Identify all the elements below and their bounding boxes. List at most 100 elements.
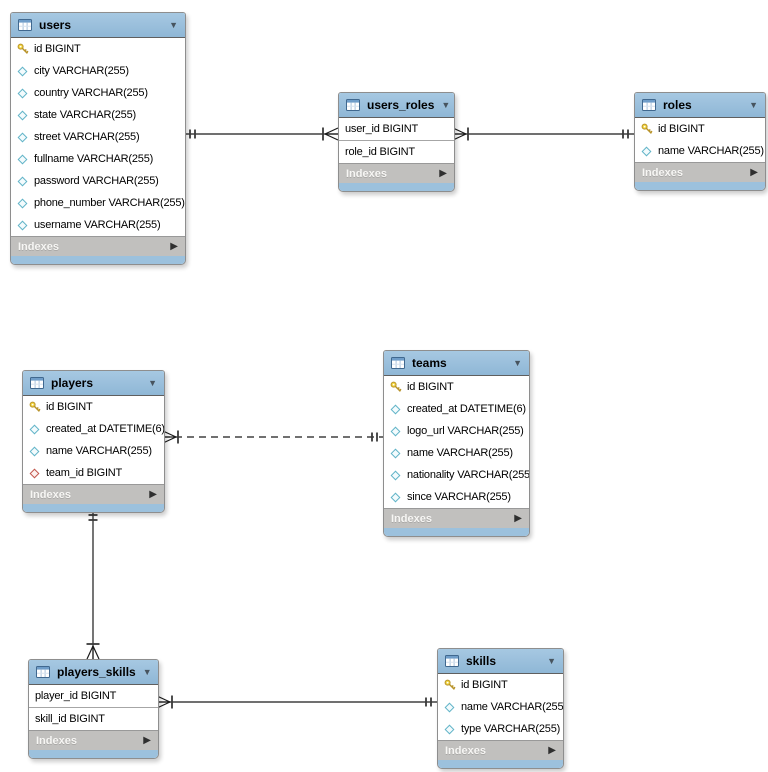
column-label: fullname VARCHAR(255): [34, 153, 154, 165]
column-row[interactable]: street VARCHAR(255): [11, 126, 185, 148]
column-row[interactable]: name VARCHAR(255): [384, 442, 529, 464]
attribute-icon: [28, 446, 41, 456]
table-header-roles[interactable]: roles ▼: [635, 93, 765, 118]
column-row[interactable]: nationality VARCHAR(255): [384, 464, 529, 486]
indexes-row[interactable]: Indexes▶: [384, 508, 529, 528]
diamond-glyph: [444, 724, 455, 734]
table-header-players[interactable]: players ▼: [23, 371, 164, 396]
expand-arrow-icon[interactable]: ▶: [439, 167, 447, 179]
column-row[interactable]: id BIGINT: [23, 396, 164, 418]
column-row[interactable]: id BIGINT: [11, 38, 185, 60]
expand-arrow-icon[interactable]: ▶: [143, 734, 151, 746]
column-row[interactable]: password VARCHAR(255): [11, 170, 185, 192]
footer-strip: [384, 528, 529, 536]
indexes-row[interactable]: Indexes▶: [438, 740, 563, 760]
column-row[interactable]: name VARCHAR(255): [635, 140, 765, 162]
diamond-glyph: [17, 176, 28, 186]
indexes-label: Indexes: [346, 167, 387, 180]
table-users[interactable]: users▼ id BIGINT city VARCHAR(255) country …: [10, 12, 186, 265]
expand-arrow-icon[interactable]: ▶: [548, 744, 556, 756]
footer-strip: [11, 256, 185, 264]
column-row[interactable]: id BIGINT: [384, 376, 529, 398]
indexes-row[interactable]: Indexes ▶: [11, 236, 185, 256]
column-row[interactable]: country VARCHAR(255): [11, 82, 185, 104]
column-row[interactable]: fullname VARCHAR(255): [11, 148, 185, 170]
indexes-row[interactable]: Indexes▶: [23, 484, 164, 504]
column-row[interactable]: created_at DATETIME(6): [384, 398, 529, 420]
collapse-triangle-icon[interactable]: ▼: [142, 666, 152, 677]
column-label: name VARCHAR(255): [407, 447, 513, 459]
collapse-triangle-icon[interactable]: ▼: [441, 99, 451, 110]
column-row[interactable]: type VARCHAR(255): [438, 718, 563, 740]
table-title: players: [51, 376, 94, 390]
relationship-players-to-teams: [162, 430, 383, 444]
column-label: logo_url VARCHAR(255): [407, 425, 524, 437]
column-row[interactable]: id BIGINT: [635, 118, 765, 140]
column-row[interactable]: role_id BIGINT: [339, 140, 454, 163]
collapse-triangle-icon[interactable]: ▼: [547, 655, 556, 666]
column-row[interactable]: team_id BIGINT: [23, 462, 164, 484]
crow-foot-prong: [86, 645, 94, 660]
diamond-glyph: [390, 426, 401, 436]
crow-foot-prong: [452, 133, 467, 141]
attribute-icon: [443, 702, 456, 712]
expand-arrow-icon[interactable]: ▶: [170, 240, 178, 252]
indexes-row[interactable]: Indexes ▶: [29, 730, 158, 750]
table-columns: player_id BIGINT skill_id BIGINT: [29, 685, 158, 730]
column-row[interactable]: player_id BIGINT: [29, 685, 158, 707]
column-row[interactable]: skill_id BIGINT: [29, 707, 158, 730]
column-label: skill_id BIGINT: [35, 713, 105, 725]
expand-arrow-icon[interactable]: ▶: [514, 512, 522, 524]
column-row[interactable]: phone_number VARCHAR(255): [11, 192, 185, 214]
collapse-triangle-icon[interactable]: ▼: [749, 99, 758, 110]
diamond-glyph: [641, 146, 652, 156]
table-teams[interactable]: teams▼id BIGINT created_at DATETIME(6) log…: [383, 350, 530, 537]
column-row[interactable]: user_id BIGINT: [339, 118, 454, 140]
column-row[interactable]: logo_url VARCHAR(255): [384, 420, 529, 442]
expand-arrow-icon[interactable]: ▶: [149, 488, 157, 500]
column-row[interactable]: city VARCHAR(255): [11, 60, 185, 82]
table-header-users[interactable]: users▼: [11, 13, 185, 38]
column-row[interactable]: since VARCHAR(255): [384, 486, 529, 508]
diamond-glyph: [17, 220, 28, 230]
column-label: country VARCHAR(255): [34, 87, 148, 99]
diamond-glyph: [17, 154, 28, 164]
attribute-icon: [16, 66, 29, 76]
collapse-triangle-icon[interactable]: ▼: [513, 357, 522, 368]
column-row[interactable]: created_at DATETIME(6): [23, 418, 164, 440]
diamond-glyph: [29, 468, 40, 478]
table-header-teams[interactable]: teams▼: [384, 351, 529, 376]
column-row[interactable]: name VARCHAR(255): [23, 440, 164, 462]
column-label: created_at DATETIME(6): [407, 403, 526, 415]
indexes-label: Indexes: [18, 240, 59, 253]
indexes-label: Indexes: [36, 734, 77, 747]
table-header-users_roles[interactable]: users_roles▼: [339, 93, 454, 118]
table-header-skills[interactable]: skills▼: [438, 649, 563, 674]
table-header-players_skills[interactable]: players_skills▼: [29, 660, 158, 685]
diamond-glyph: [17, 132, 28, 142]
indexes-row[interactable]: Indexes ▶: [339, 163, 454, 183]
column-row[interactable]: state VARCHAR(255): [11, 104, 185, 126]
column-row[interactable]: username VARCHAR(255): [11, 214, 185, 236]
indexes-row[interactable]: Indexes▶: [635, 162, 765, 182]
table-players_skills[interactable]: players_skills▼player_id BIGINT skill_id …: [28, 659, 159, 759]
collapse-triangle-icon[interactable]: ▼: [148, 377, 157, 388]
table-icon: [642, 99, 656, 111]
column-label: id BIGINT: [34, 43, 81, 55]
collapse-triangle-icon[interactable]: ▼: [169, 19, 178, 30]
attribute-icon: [389, 470, 402, 480]
column-row[interactable]: id BIGINT: [438, 674, 563, 696]
table-icon: [391, 357, 405, 369]
column-label: city VARCHAR(255): [34, 65, 129, 77]
column-label: nationality VARCHAR(255): [407, 469, 530, 481]
table-title: roles: [663, 98, 692, 112]
column-row[interactable]: name VARCHAR(255): [438, 696, 563, 718]
expand-arrow-icon[interactable]: ▶: [750, 166, 758, 178]
